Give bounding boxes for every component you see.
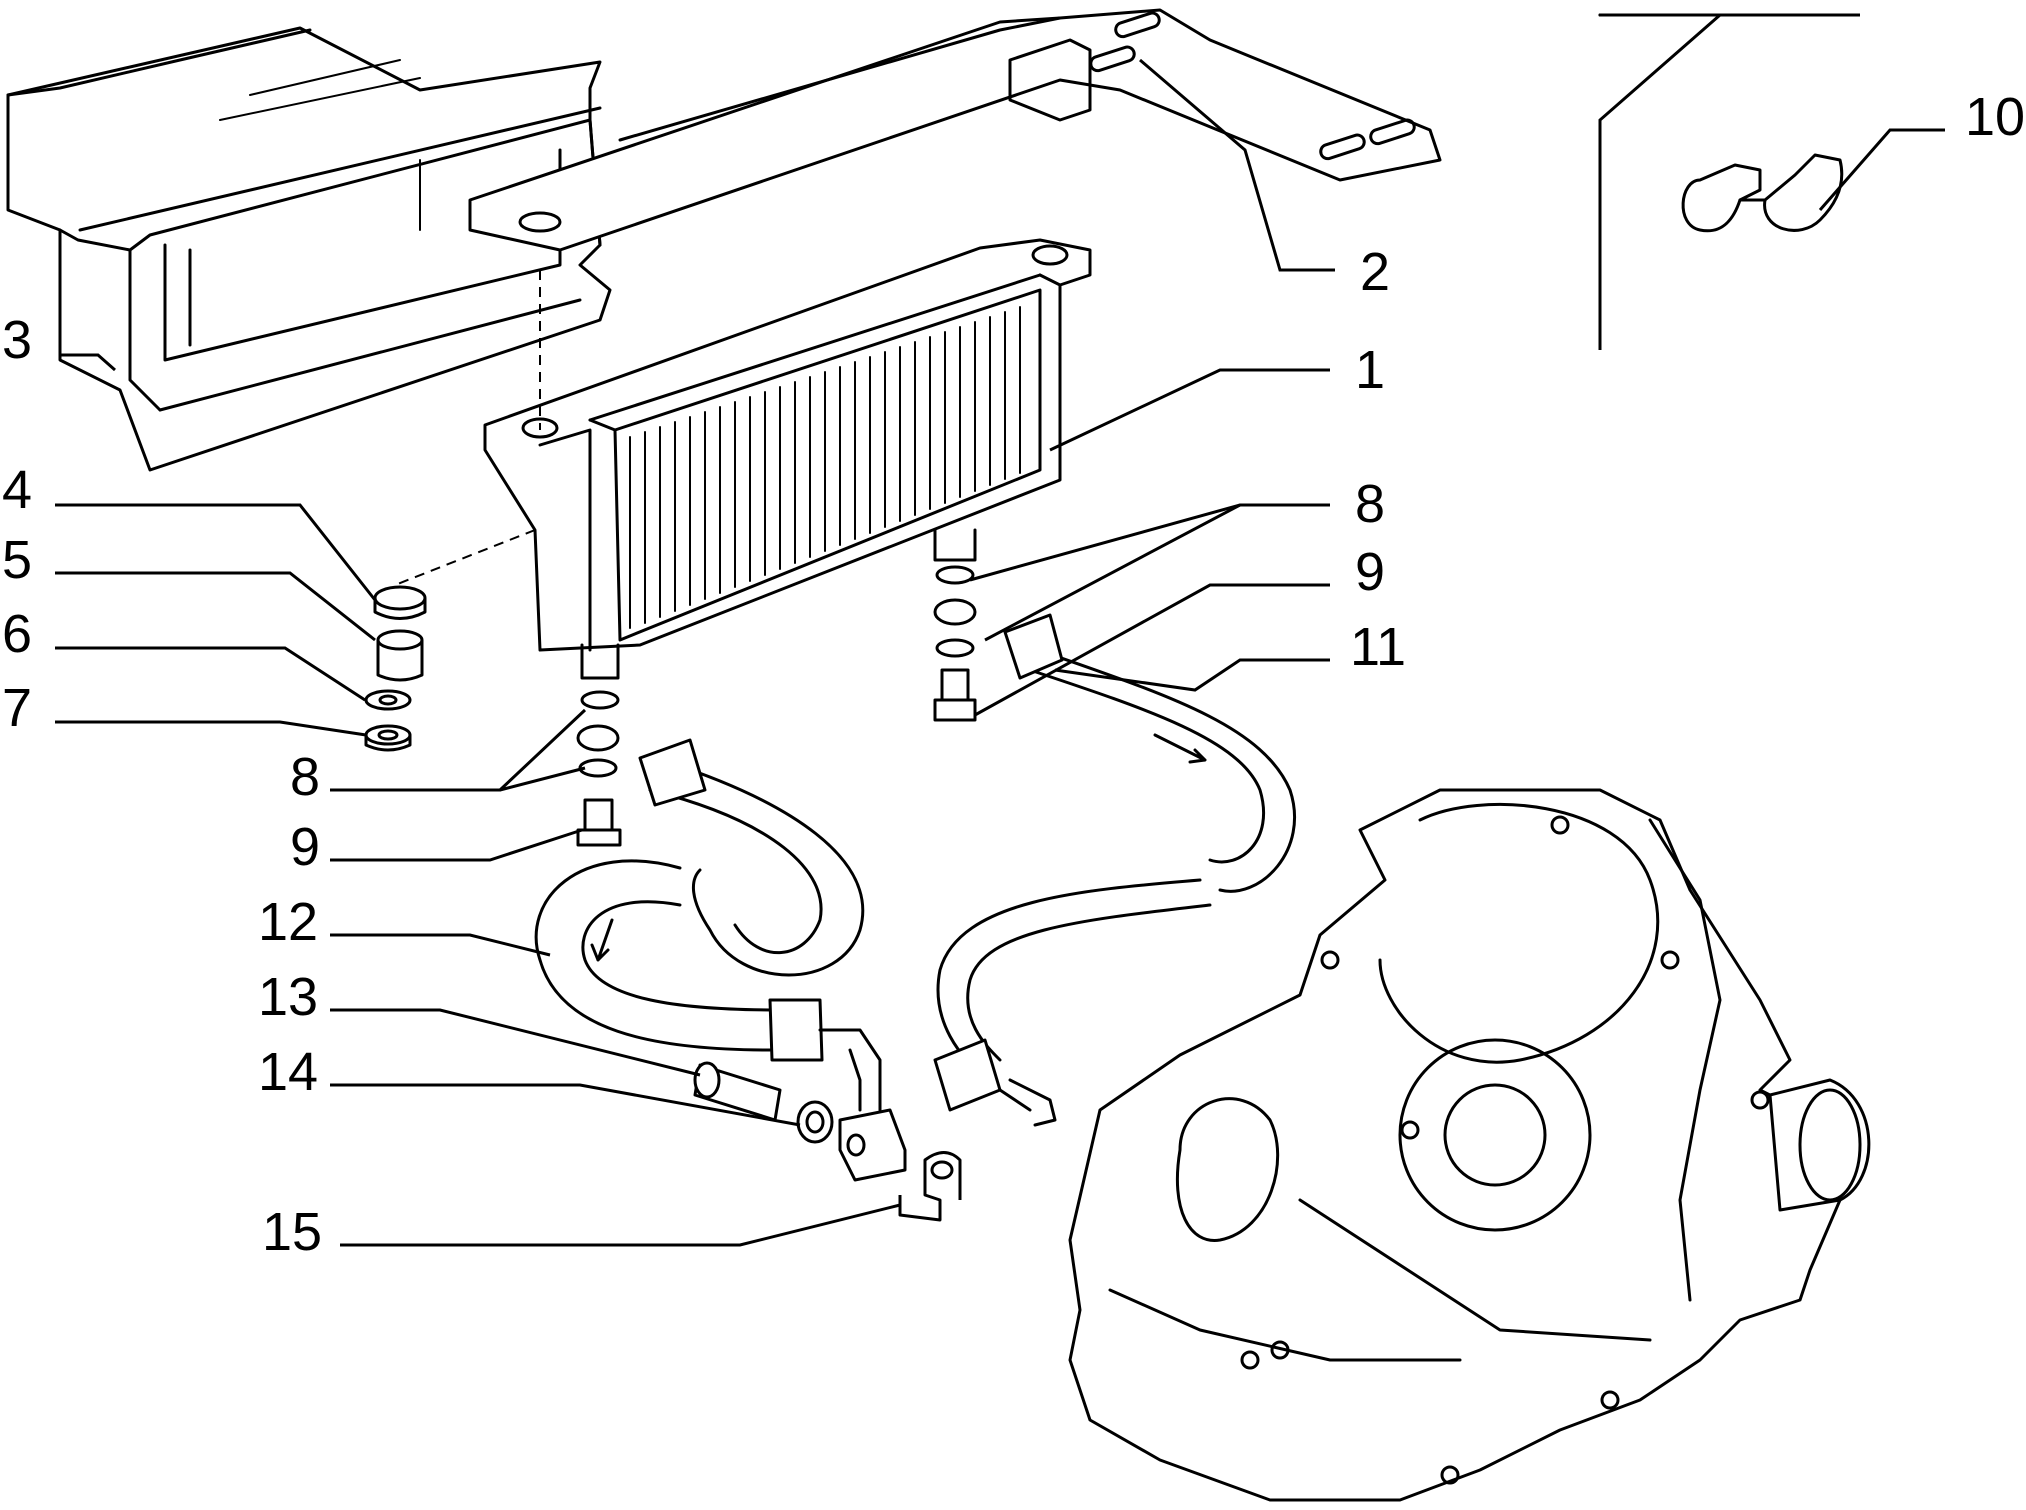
mounting-bracket-part [468, 8, 1442, 252]
lower-fittings [693, 1061, 962, 1222]
hose-clip-part [1598, 13, 1844, 233]
callout-7: 7 [2, 678, 32, 738]
air-duct-part [6, 26, 612, 472]
callout-14: 14 [258, 1042, 318, 1102]
rubber-mount-stack [364, 585, 427, 752]
leader-lines [55, 13, 1945, 1247]
transmission-housing [1068, 788, 1871, 1502]
callout-8-upper: 8 [1355, 474, 1385, 534]
callout-10: 10 [1965, 87, 2025, 147]
callout-9-upper: 9 [1355, 542, 1385, 602]
alignment-line [394, 529, 536, 586]
callout-4: 4 [2, 460, 32, 520]
callout-labels: 1 2 3 4 5 6 7 8 8 9 9 10 11 12 13 14 15 [2, 87, 2025, 1262]
callout-5: 5 [2, 530, 32, 590]
callout-12: 12 [258, 892, 318, 952]
oil-hose-12 [534, 738, 882, 1112]
callout-2: 2 [1360, 242, 1390, 302]
callout-3: 3 [2, 310, 32, 370]
callout-9-lower: 9 [290, 817, 320, 877]
outlet-fittings [576, 565, 977, 847]
callout-8-lower: 8 [290, 747, 320, 807]
callout-1: 1 [1355, 340, 1385, 400]
oil-cooler-part [483, 238, 1092, 680]
callout-15: 15 [262, 1202, 322, 1262]
oil-hose-11 [933, 613, 1297, 1127]
callout-13: 13 [258, 967, 318, 1027]
callout-6: 6 [2, 604, 32, 664]
callout-11: 11 [1350, 617, 1406, 677]
